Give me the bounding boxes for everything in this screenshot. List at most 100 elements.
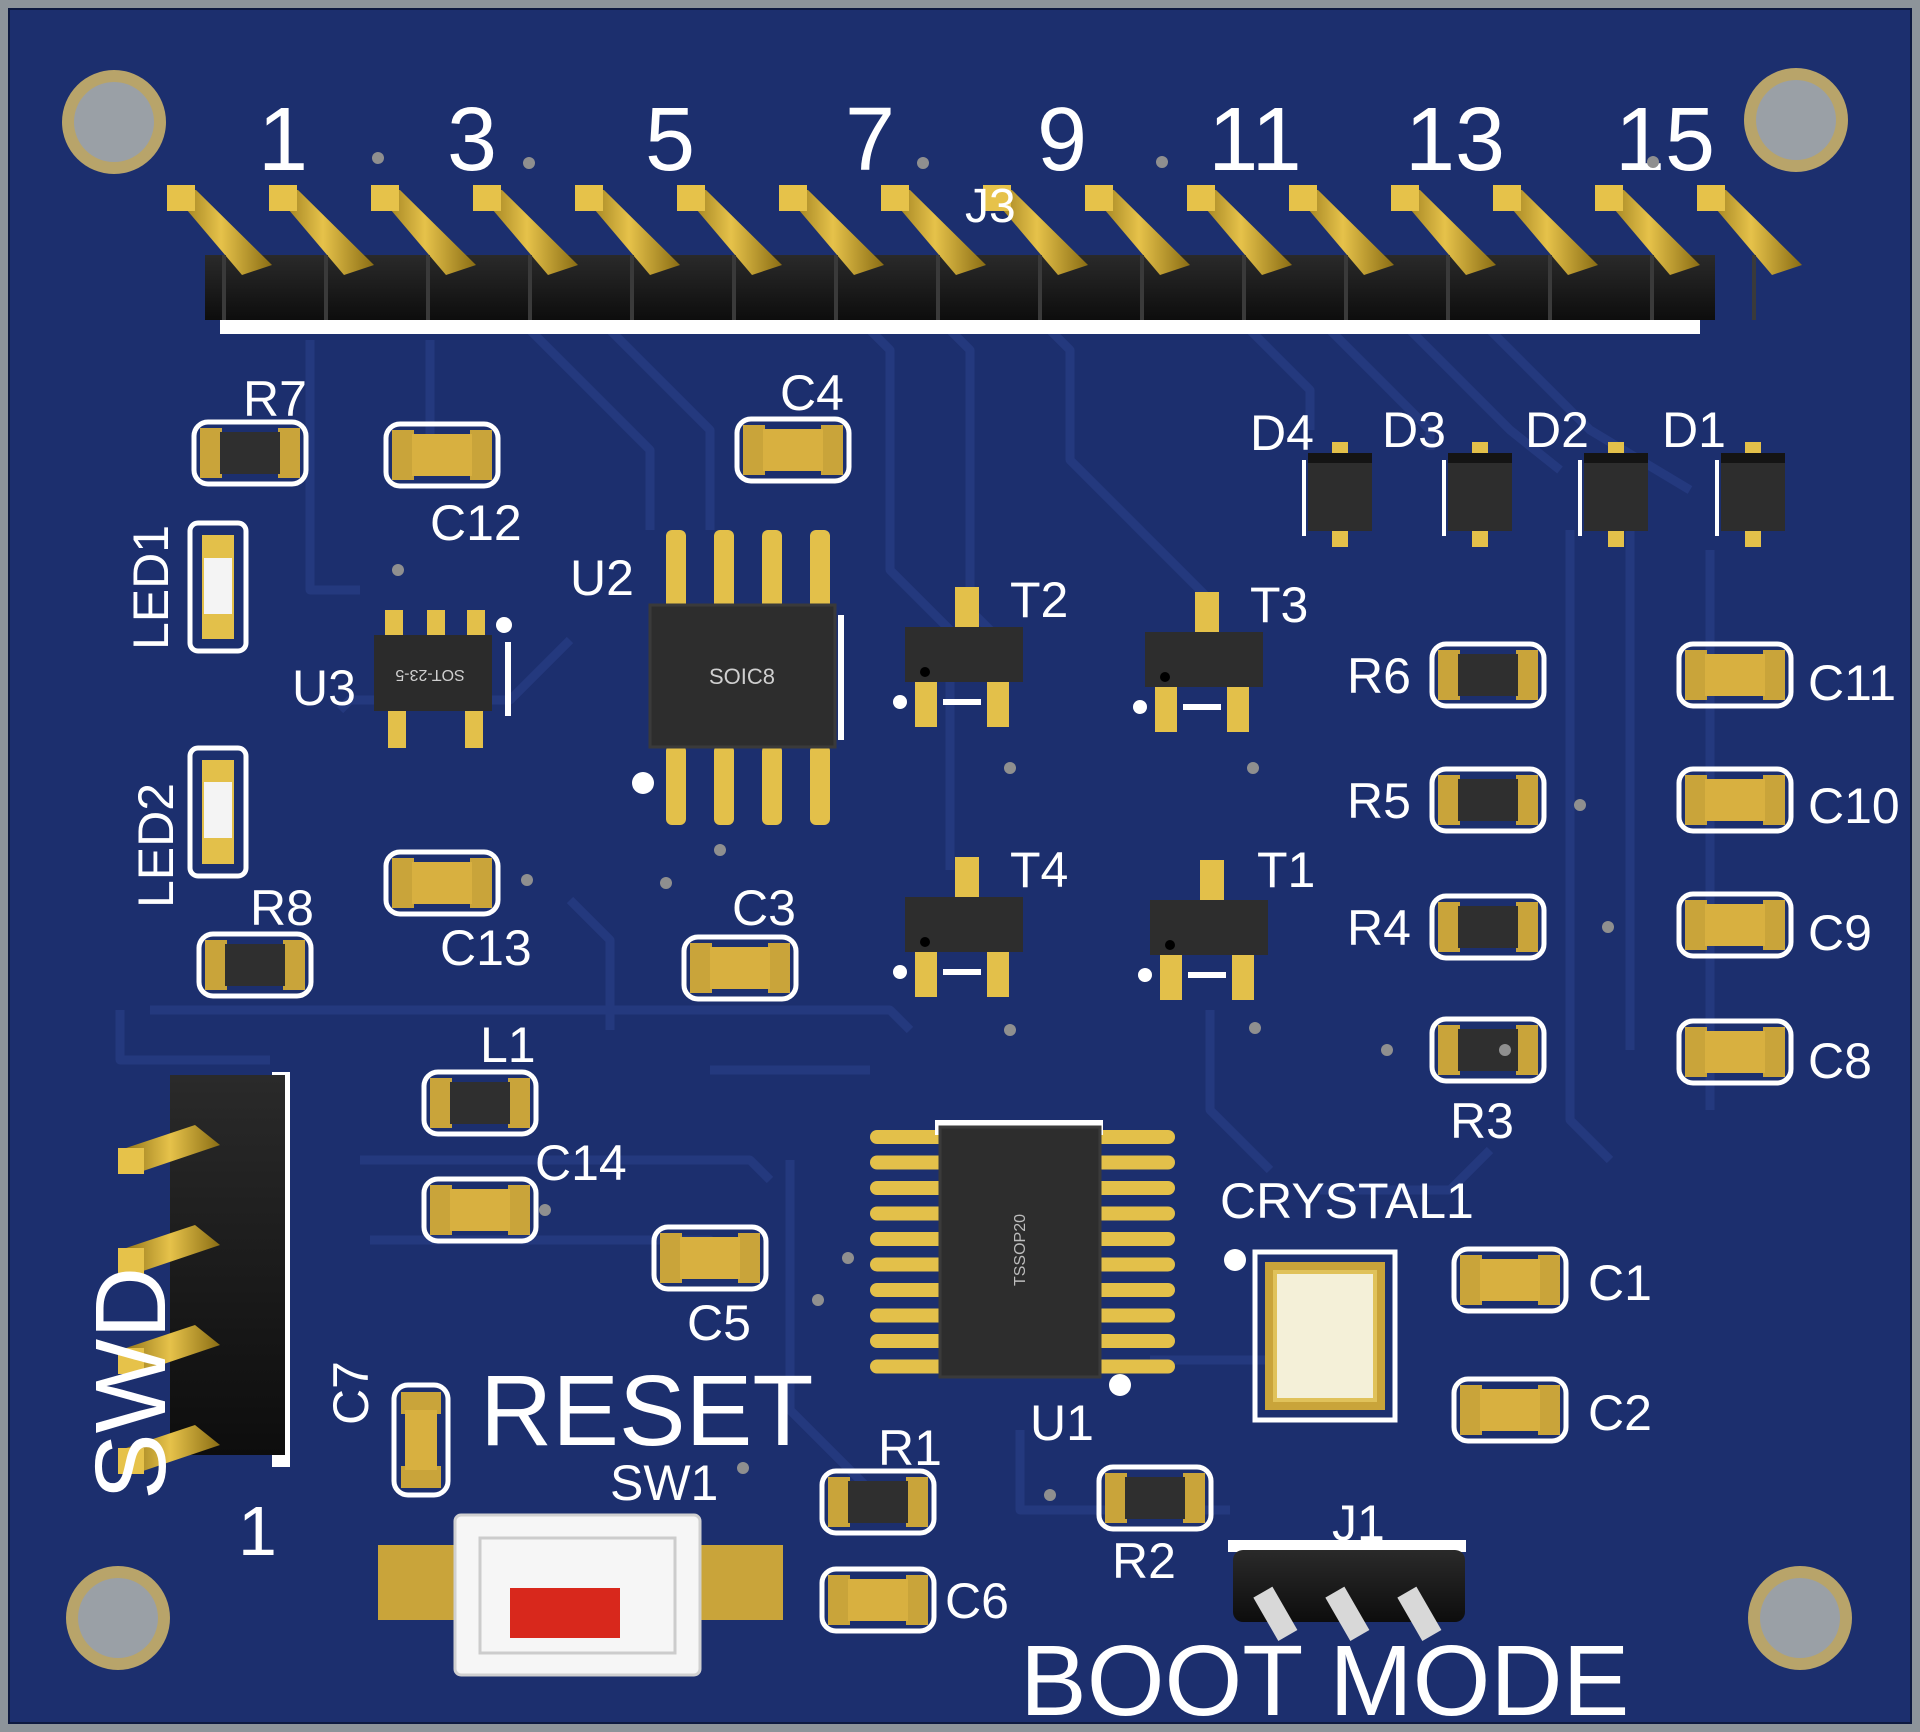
- u1-pin: [870, 1155, 950, 1170]
- capacitor-c14: [421, 1176, 539, 1244]
- header-pin: [881, 185, 986, 320]
- capacitor-c4: [734, 416, 852, 484]
- via: [392, 564, 404, 576]
- u1-pin: [870, 1334, 950, 1348]
- ref-c8: C8: [1808, 1033, 1872, 1089]
- resistor-r8: [196, 931, 314, 999]
- capacitor-c8: [1676, 1018, 1794, 1086]
- swd-label: SWD: [75, 1267, 187, 1500]
- ref-d3: D3: [1382, 402, 1446, 458]
- ref-u1: U1: [1030, 1395, 1094, 1451]
- via: [1044, 1489, 1056, 1501]
- u1-pin: [1095, 1308, 1175, 1323]
- ref-crystal1: CRYSTAL1: [1220, 1173, 1474, 1229]
- u1-pin: [870, 1359, 950, 1374]
- j1-pin: [1397, 1586, 1442, 1641]
- capacitor-c13: [383, 849, 501, 917]
- via: [1249, 1022, 1261, 1034]
- via: [737, 1462, 749, 1474]
- ref-c3: C3: [732, 880, 796, 936]
- header-pin-number: 5: [645, 90, 695, 190]
- ref-r2: R2: [1112, 1533, 1176, 1589]
- resistor-r1: [819, 1468, 937, 1536]
- via: [523, 157, 535, 169]
- crystal1: [1224, 1249, 1398, 1423]
- diode-d3: [1442, 442, 1512, 547]
- header-pin: [575, 185, 680, 320]
- u2-pin: [666, 530, 686, 610]
- header-pin: [1697, 185, 1802, 320]
- ref-j1: J1: [1332, 1495, 1385, 1551]
- u1-pin: [870, 1130, 950, 1144]
- ref-r7: R7: [243, 371, 307, 427]
- u2-pin: [810, 745, 830, 825]
- swd-pin: [118, 1325, 220, 1374]
- u2-pin: [762, 530, 782, 610]
- ref-r1: R1: [878, 1420, 942, 1476]
- via: [1647, 156, 1659, 168]
- header-pin: [1085, 185, 1190, 320]
- u2-pin: [762, 745, 782, 825]
- ref-led2: LED2: [128, 783, 184, 908]
- reset-label: RESET: [480, 1355, 813, 1467]
- u3-package-mark: SOT-23-5: [395, 666, 464, 683]
- capacitor-c9: [1676, 891, 1794, 959]
- ref-sw1: SW1: [610, 1455, 718, 1511]
- diode-d2: [1578, 442, 1648, 547]
- header-pin: [779, 185, 884, 320]
- header-pin-number: 11: [1208, 90, 1301, 190]
- via: [917, 157, 929, 169]
- ref-c11: C11: [1808, 655, 1896, 711]
- capacitor-c5: [651, 1224, 769, 1292]
- swd-header: [118, 1072, 290, 1474]
- ref-u3: U3: [292, 660, 356, 716]
- ref-c4: C4: [780, 365, 844, 421]
- ref-t2: T2: [1010, 572, 1068, 628]
- ref-d1: D1: [1662, 402, 1726, 458]
- capacitor-c3: [681, 934, 799, 1002]
- header-pin-number: 3: [447, 90, 497, 190]
- via: [842, 1252, 854, 1264]
- ref-r5: R5: [1347, 773, 1411, 829]
- ref-r8: R8: [250, 880, 314, 936]
- inductor-l1: [421, 1069, 539, 1137]
- diode-d1: [1715, 442, 1785, 547]
- via: [521, 874, 533, 886]
- ref-c12: C12: [430, 495, 522, 551]
- u1-pin: [1095, 1155, 1175, 1170]
- ref-u2: U2: [570, 550, 634, 606]
- u1-pin: [1095, 1181, 1175, 1195]
- ref-d4: D4: [1250, 405, 1314, 461]
- ref-j3: J3: [965, 180, 1016, 233]
- ref-t3: T3: [1250, 577, 1308, 633]
- via: [660, 877, 672, 889]
- header-pin-number: 15: [1615, 90, 1715, 190]
- ref-c10: C10: [1808, 778, 1900, 834]
- capacitor-c6: [819, 1566, 937, 1634]
- resistor-r4: [1429, 893, 1547, 961]
- vias: [372, 152, 1659, 1501]
- resistor-r3: [1429, 1016, 1547, 1084]
- header-pin: [677, 185, 782, 320]
- header-pin: [473, 185, 578, 320]
- header-pin: [1493, 185, 1598, 320]
- transistor-t1: [1138, 860, 1268, 1000]
- via: [714, 844, 726, 856]
- u2-soic8: SOIC8: [632, 530, 844, 825]
- ref-r3: R3: [1450, 1093, 1514, 1149]
- transistor-t2: [893, 587, 1023, 727]
- u2-package-mark: SOIC8: [709, 664, 775, 689]
- u1-pin: [1095, 1283, 1175, 1297]
- transistor-t4: [893, 857, 1023, 997]
- passive-components: [191, 416, 1794, 1634]
- ref-c9: C9: [1808, 905, 1872, 961]
- capacitor-c7: [391, 1382, 451, 1498]
- ref-c7: C7: [323, 1361, 379, 1425]
- u1-pin: [870, 1206, 950, 1221]
- ref-c6: C6: [945, 1573, 1009, 1629]
- resistor-r2: [1096, 1464, 1214, 1532]
- via: [539, 1204, 551, 1216]
- capacitor-c2: [1451, 1376, 1569, 1444]
- via: [1247, 762, 1259, 774]
- transistors: [893, 587, 1268, 1000]
